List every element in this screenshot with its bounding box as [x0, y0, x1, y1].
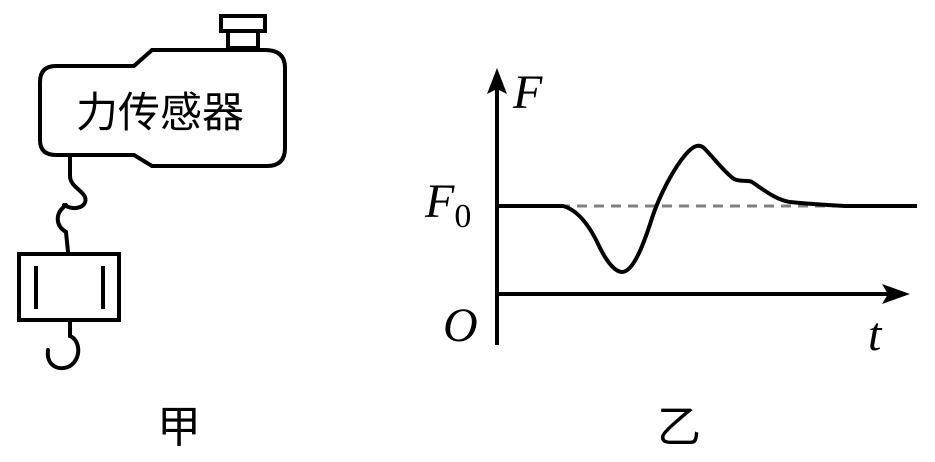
- x-axis-label: t: [868, 308, 883, 361]
- x-axis: [497, 284, 910, 304]
- hanging-weight: [17, 252, 121, 322]
- bottom-hook-icon: [45, 318, 81, 371]
- caption-jia: 甲: [157, 402, 201, 453]
- y-axis: [487, 68, 507, 345]
- y-axis-label: F: [512, 66, 543, 119]
- origin-label: O: [443, 299, 478, 352]
- connector-hooks-icon: [55, 154, 88, 254]
- reference-label: F0: [424, 175, 471, 235]
- caption-yi: 乙: [657, 402, 701, 453]
- panel-jia: 力传感器 甲: [17, 14, 287, 453]
- panel-yi: F t O F0 乙: [424, 66, 917, 453]
- sensor-label: 力传感器: [76, 88, 244, 137]
- reference-label-sub: 0: [454, 198, 471, 235]
- force-curve: [497, 143, 917, 274]
- force-sensor-body: [38, 48, 287, 168]
- reference-label-base: F: [424, 175, 455, 228]
- sensor-cap-icon: [219, 14, 267, 50]
